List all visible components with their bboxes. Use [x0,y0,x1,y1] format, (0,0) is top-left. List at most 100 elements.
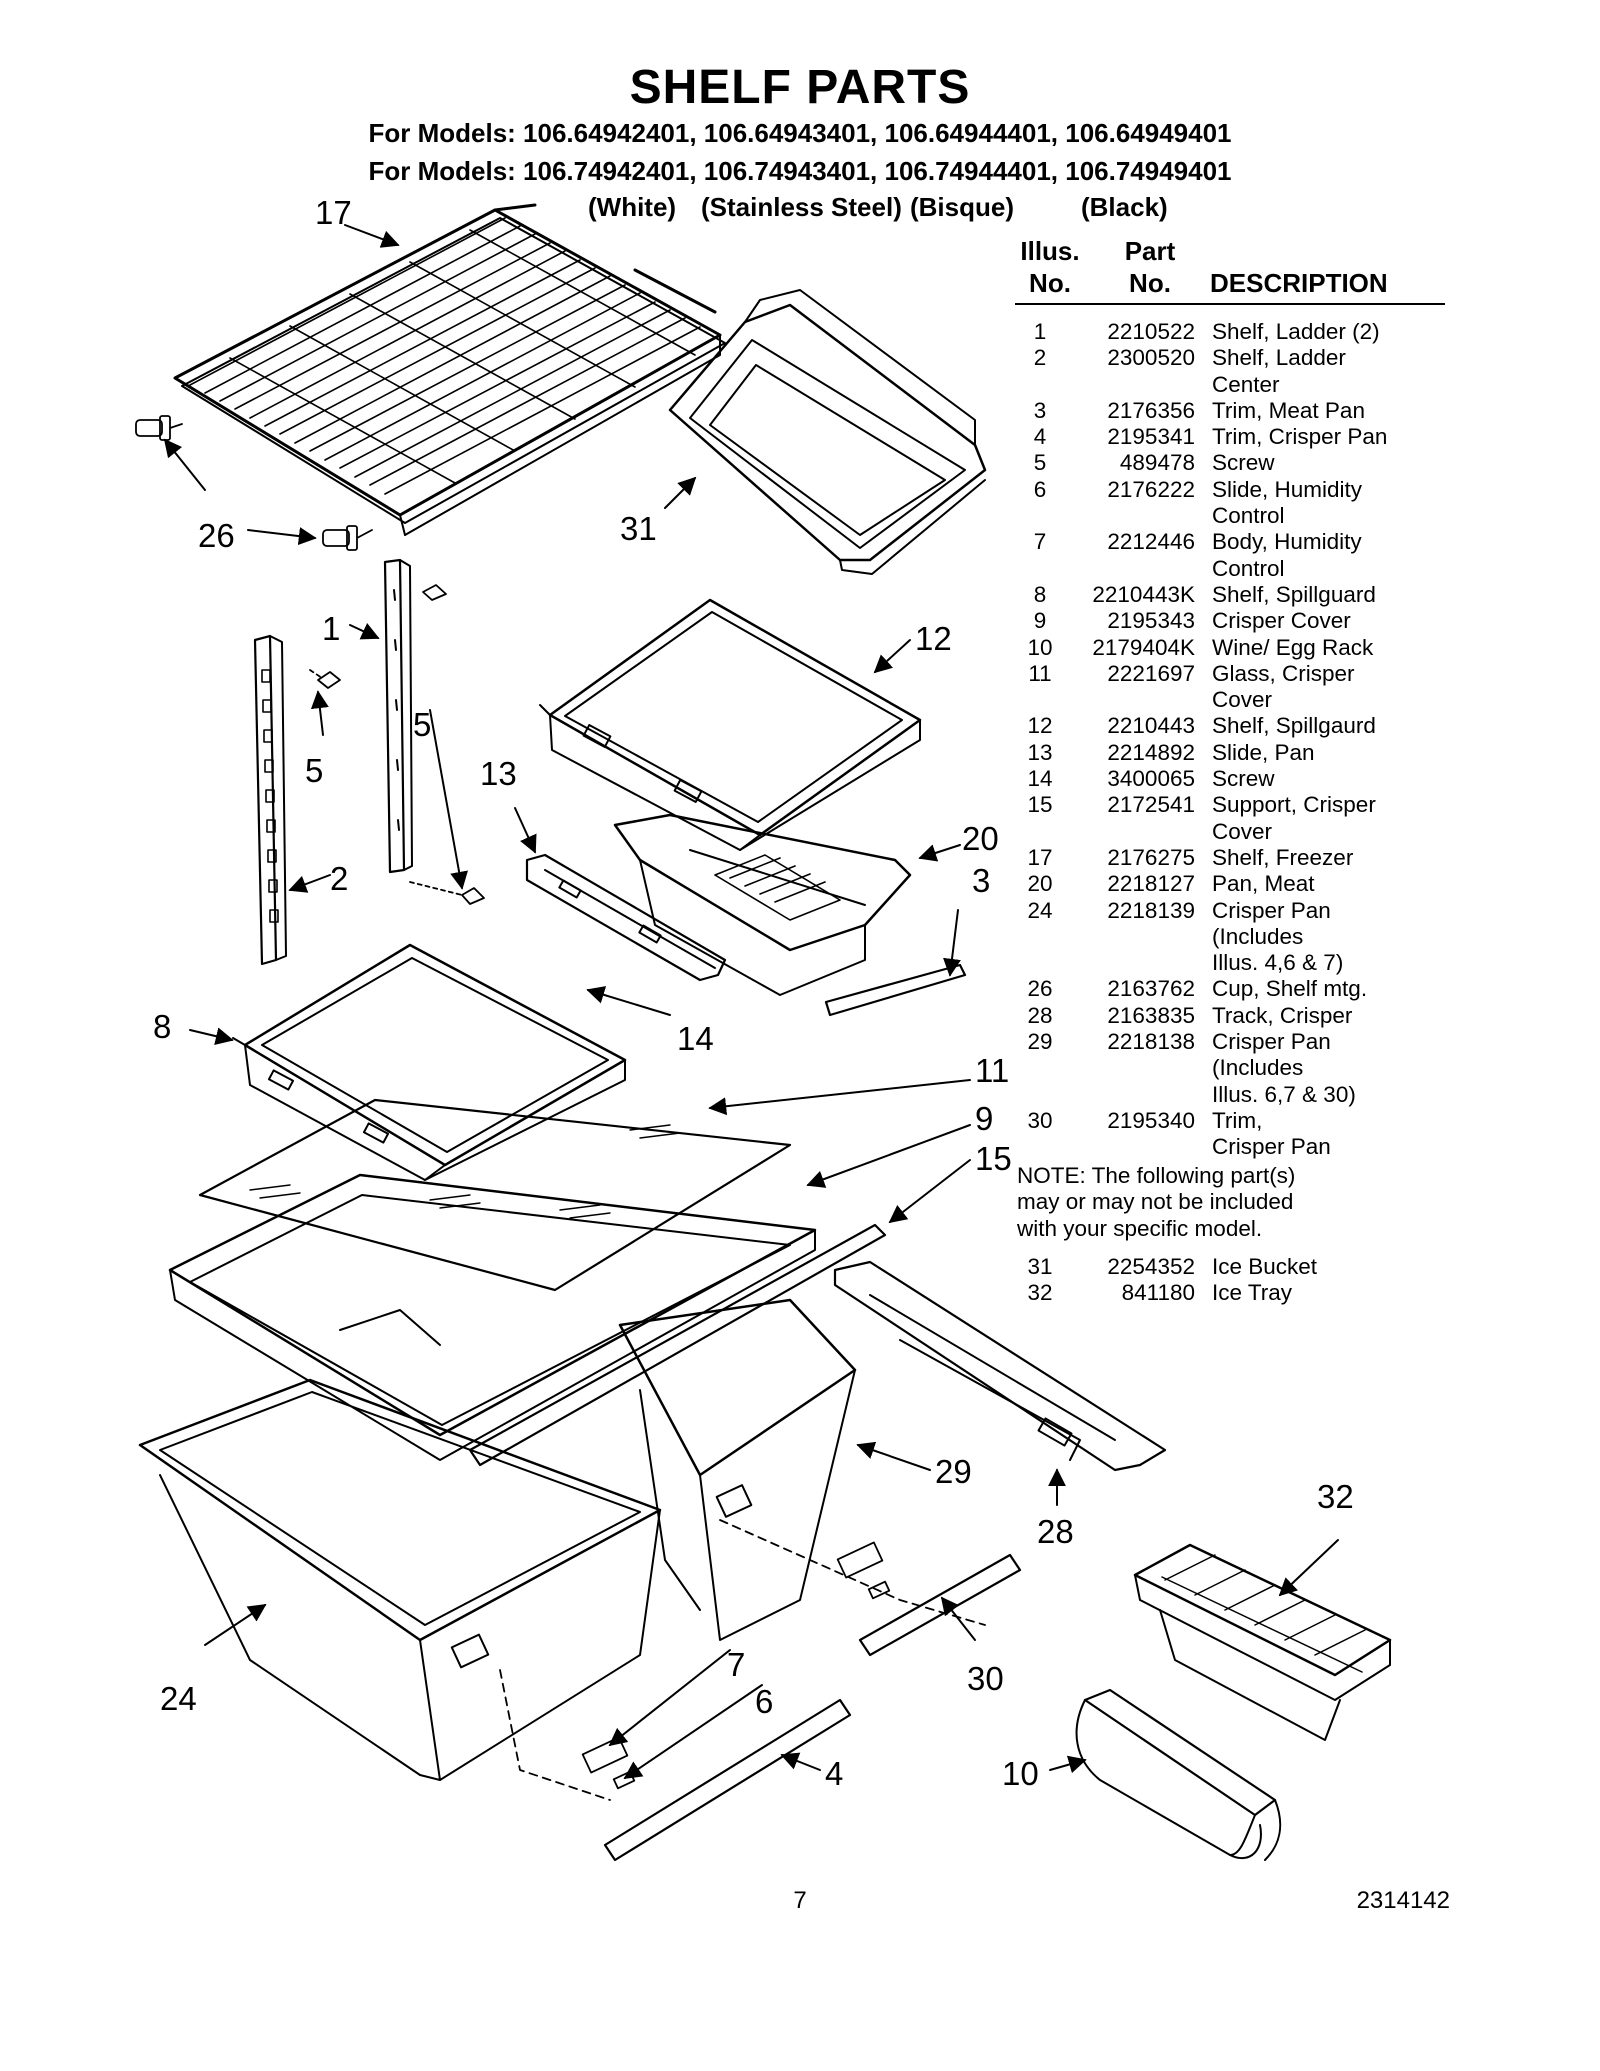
illus-number: 9 [1033,608,1047,634]
part-17-freezer-shelf [173,203,726,536]
part-description: Screw [1212,766,1275,792]
part-description: Ice Bucket [1212,1254,1318,1279]
illus-number: 24 [1027,897,1053,923]
callout-10: 10 [1002,1755,1039,1792]
document-number: 2314142 [1356,1887,1450,1914]
part-29-crisper-pan [618,1298,857,1641]
page-title: SHELF PARTS [629,61,971,114]
table-row: 15 2172541 Support, Crisper Cover [1015,792,1455,845]
callout-1: 1 [322,610,340,647]
note-text: NOTE: The following part(s) may or may n… [1017,1163,1296,1241]
callout-14: 14 [677,1020,714,1057]
illus-number: 20 [1027,871,1053,897]
leader-lines [163,224,1339,1780]
part-number: 2210443K [1092,581,1195,607]
illus-number: 31 [1027,1254,1053,1279]
part-description: Trim, Meat Pan [1212,397,1365,423]
part-description: Support, Crisper Cover [1212,792,1376,844]
part-2-ladder-shelf-center [253,634,287,966]
illus-number: 30 [1027,1107,1053,1133]
callout-2: 2 [330,860,348,897]
part-number: 2210522 [1107,319,1195,344]
part-number: 2218139 [1107,897,1195,923]
part-description: Slide, Humidity Control [1212,476,1363,529]
part-10-wine-egg-rack [1075,1688,1282,1861]
part-description: Crisper Pan (Includes Illus. 6,7 & 30) [1212,1029,1356,1107]
part-description: Glass, Crisper Cover [1212,660,1355,713]
part-number: 2210443 [1107,713,1195,739]
illus-number: 6 [1033,476,1047,502]
part-1-ladder-shelf [383,558,413,874]
illus-number: 15 [1027,792,1053,818]
part-number: 2195340 [1107,1107,1195,1133]
callout-11: 11 [975,1052,1009,1089]
part-number: 2179404K [1092,634,1195,660]
part-26-shelf-cups [135,415,373,551]
part-13-slide-pan [525,853,727,982]
callout-20: 20 [962,820,999,857]
illus-number: 7 [1033,529,1047,555]
part-number: 2218138 [1107,1029,1195,1055]
callout-32: 32 [1317,1478,1354,1515]
part-description: Screw [1212,450,1275,476]
part-number: 2254352 [1107,1254,1195,1279]
part-number: 2195341 [1107,424,1195,450]
part-number: 2214892 [1107,739,1195,765]
illus-number: 12 [1027,713,1053,739]
part-description: Cup, Shelf mtg. [1212,976,1368,1002]
callout-30: 30 [967,1660,1004,1697]
part-11-glass-crisper-cover [198,1098,792,1292]
illus-number: 10 [1027,634,1053,660]
illus-number: 17 [1027,844,1053,870]
part-description: Trim, Crisper Pan [1212,424,1388,450]
illus-number: 28 [1027,1002,1053,1028]
finish-bisque: (Bisque) [910,192,1014,222]
part-description: Shelf, Spillguard [1212,581,1376,607]
callout-31: 31 [620,510,657,547]
part-number: 489478 [1119,450,1195,476]
part-number: 2195343 [1107,608,1195,634]
part-number: 2172541 [1107,792,1195,818]
callout-29: 29 [935,1453,972,1490]
part-description: Pan, Meat [1212,871,1315,897]
part-15-support-crisper-cover [468,1223,887,1467]
finish-stainless: (Stainless Steel) [701,192,902,222]
table-row: 31 2254352 Ice Bucket [1015,1254,1455,1280]
illus-number: 8 [1033,581,1047,607]
callout-15: 15 [975,1140,1012,1177]
table-row: 8 2210443K Shelf, Spillguard [1015,582,1455,608]
illus-number: 2 [1033,345,1047,371]
callout-5a: 5 [305,752,323,789]
callout-8: 8 [153,1008,171,1045]
table-row: 5 489478 Screw [1015,450,1455,476]
part-description: Shelf, Spillgaurd [1212,713,1376,739]
illus-number: 26 [1027,976,1053,1002]
header-divider [1015,303,1445,305]
part-24-crisper-pan [138,1378,662,1781]
models-line-1: For Models: 106.64942401, 106.64943401, … [368,118,1232,148]
callout-24: 24 [160,1680,197,1717]
part-8-spillguard-shelf [232,943,627,1181]
part-description: Crisper Cover [1212,608,1351,634]
table-row: 12 2210443 Shelf, Spillgaurd [1015,713,1455,739]
part-9-crisper-cover [168,1173,817,1461]
part-number: 2176275 [1107,844,1195,870]
illus-number: 1 [1033,319,1047,344]
part-32-ice-tray [1133,1543,1392,1741]
illus-number: 5 [1033,450,1047,476]
part-30-trim-crisper-pan [858,1553,1022,1657]
callout-28: 28 [1037,1513,1074,1550]
